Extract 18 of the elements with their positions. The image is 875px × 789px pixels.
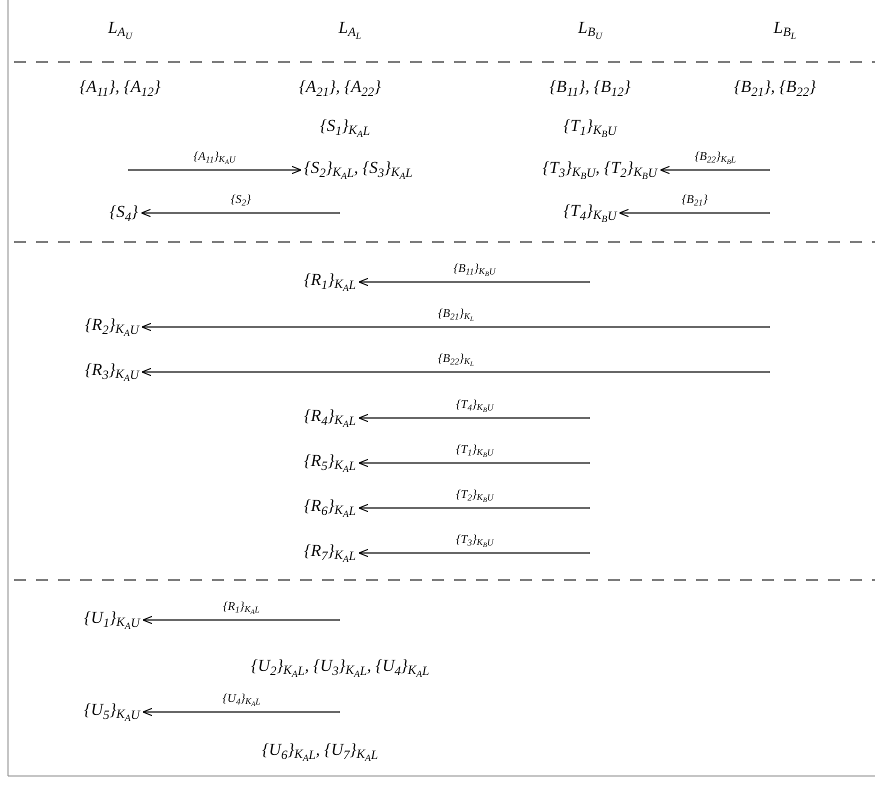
arrow <box>142 616 340 624</box>
term-list: {B$_{21}$}, {B$_{22}$} <box>731 76 819 100</box>
arrow <box>128 166 302 174</box>
arrow <box>358 458 590 468</box>
message-term: {S$_{4}$} <box>106 202 141 225</box>
arrow <box>141 368 770 376</box>
arrow <box>358 414 590 422</box>
term-list: {A$_{11}$}, {A$_{12}$} <box>76 76 164 100</box>
arrow <box>358 548 590 558</box>
arrow <box>140 208 340 218</box>
arrow <box>660 166 770 174</box>
arrow <box>142 708 340 716</box>
arrow <box>141 322 770 332</box>
arrow <box>358 278 590 286</box>
term-list: {B$_{11}$}, {B$_{12}$} <box>546 76 634 100</box>
arrow <box>618 208 770 218</box>
arrow <box>358 504 590 512</box>
term-list: {A$_{21}$}, {A$_{22}$} <box>296 76 384 100</box>
